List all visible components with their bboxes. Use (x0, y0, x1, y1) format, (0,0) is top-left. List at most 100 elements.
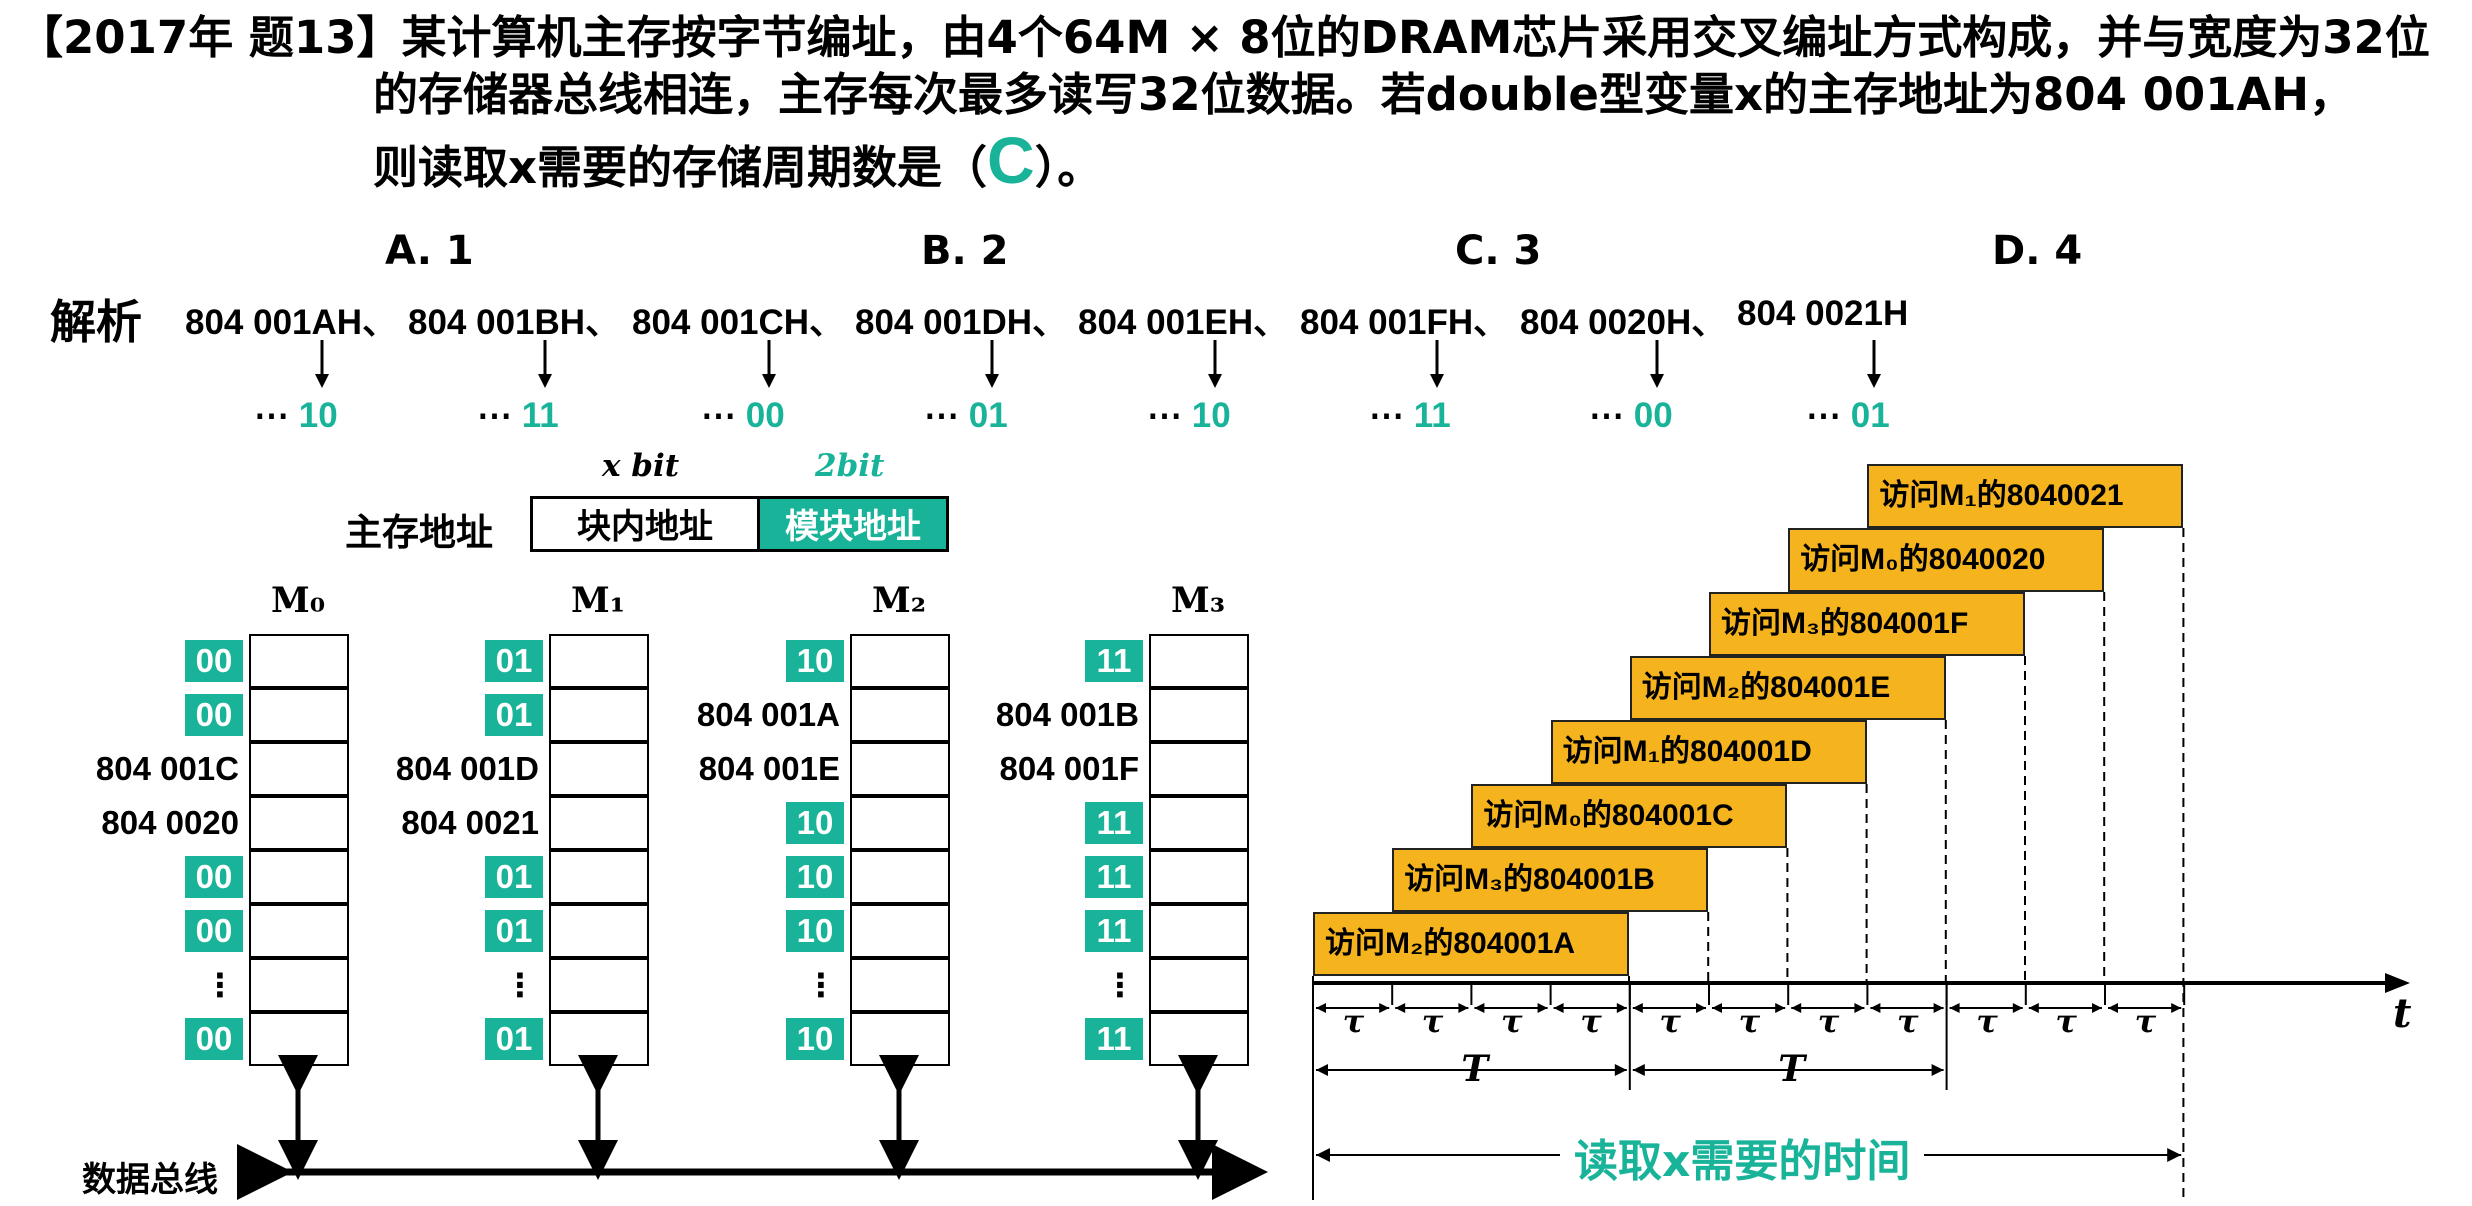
access-bar-1: 访问M₂的804001A (1313, 912, 1629, 976)
tau-label: τ (1976, 1002, 1998, 1040)
ellipsis: ⋯ (477, 396, 522, 435)
address-1: 804 001AH、 (185, 303, 398, 342)
module-tag: 00 (185, 640, 243, 682)
tau-label: τ (1501, 1002, 1523, 1040)
ellipsis: ⋯ (701, 396, 746, 435)
cell-address-label: 804 001D (395, 750, 539, 787)
total-time-text: 读取x需要的时间 (1574, 1136, 1911, 1187)
analysis-label: 解析 (50, 295, 142, 349)
ellipsis: ⋯ (1589, 396, 1634, 435)
module-tag: 11 (1085, 856, 1143, 898)
module-tag: 01 (485, 910, 543, 952)
down-arrow-icon (1650, 340, 1664, 388)
vertical-ellipsis: ⋮ (1104, 966, 1136, 1004)
module-tag: 10 (786, 856, 844, 898)
memory-cell (249, 688, 349, 742)
low-bits-8: ⋯ 01 (1806, 396, 1890, 436)
memory-cell (1149, 634, 1249, 688)
ellipsis: ⋯ (1369, 396, 1414, 435)
option-a: A. 1 (385, 228, 474, 274)
tau-label: τ (1817, 1002, 1840, 1040)
memory-cell (249, 742, 349, 796)
memory-cell (249, 958, 349, 1012)
ellipsis: ⋯ (1147, 396, 1192, 435)
module-tag: 01 (485, 856, 543, 898)
low-bits-6: ⋯ 11 (1369, 396, 1451, 436)
ellipsis: ⋯ (1806, 396, 1851, 435)
bits-value: 10 (298, 396, 338, 435)
memory-cell (850, 958, 950, 1012)
question-line-1: 【2017年 题13】某计算机主存按字节编址，由4个64M × 8位的DRAM芯… (18, 10, 2430, 66)
module-title-m3: M₃ (1171, 580, 1226, 621)
module-tag: 11 (1085, 802, 1143, 844)
address-6: 804 001FH、 (1300, 303, 1509, 342)
module-tag: 01 (485, 640, 543, 682)
access-bar-4: 访问M₁的804001D (1550, 720, 1867, 784)
memory-cell (1149, 958, 1249, 1012)
address-7: 804 0020H、 (1520, 303, 1727, 342)
answer-letter: C (987, 123, 1035, 197)
access-bar-7: 访问M₀的8040020 (1788, 528, 2105, 592)
memory-cell (1149, 688, 1249, 742)
option-c: C. 3 (1455, 228, 1542, 274)
memory-cell (850, 742, 950, 796)
question-line-3: 则读取x需要的存储周期数是（C）。 (373, 127, 1102, 196)
ellipsis: ⋯ (924, 396, 969, 435)
total-time-label: 读取x需要的时间 (1560, 1125, 1925, 1189)
memory-cell (850, 688, 950, 742)
memory-cell (549, 904, 649, 958)
low-bits-5: ⋯ 10 (1147, 396, 1231, 436)
down-arrow-icon (315, 340, 329, 388)
access-bar-8: 访问M₁的8040021 (1867, 464, 2184, 528)
module-tag: 00 (185, 856, 243, 898)
question-text-1: 某计算机主存按字节编址，由4个64M × 8位的DRAM芯片采用交叉编址方式构成… (401, 11, 2430, 64)
cell-address-label: 804 0021 (401, 804, 539, 841)
down-arrow-icon (538, 340, 552, 388)
memory-cell (249, 796, 349, 850)
memory-cell (549, 850, 649, 904)
memory-cell (850, 904, 950, 958)
bus-diagram (237, 1055, 1268, 1200)
memory-cell (549, 688, 649, 742)
module-title-m0: M₀ (271, 580, 326, 621)
question-text-3: 则读取x需要的存储周期数是（ (373, 141, 988, 194)
option-b: B. 2 (921, 228, 1009, 274)
vertical-ellipsis: ⋮ (504, 966, 536, 1004)
memory-cell (850, 634, 950, 688)
module-title-m2: M₂ (872, 580, 927, 621)
ellipsis: ⋯ (254, 396, 299, 435)
low-bits-3: ⋯ 00 (701, 396, 785, 436)
low-bits-4: ⋯ 01 (924, 396, 1008, 436)
module-tag: 10 (786, 802, 844, 844)
cell-address-label: 804 001A (696, 696, 840, 733)
memory-cell (249, 634, 349, 688)
time-axis-label: t (2393, 990, 2412, 1037)
down-arrow-icon (1867, 340, 1881, 388)
bits-value: 10 (1191, 396, 1231, 435)
memory-cell (549, 634, 649, 688)
cell-address-label: 804 001E (698, 750, 840, 787)
address-4: 804 001DH、 (855, 303, 1068, 342)
bits-value: 01 (968, 396, 1008, 435)
address-8: 804 0021H (1737, 294, 1909, 333)
down-arrow-icon (985, 340, 999, 388)
down-arrow-icon (1430, 340, 1444, 388)
module-tag: 01 (485, 694, 543, 736)
tau-label: τ (1659, 1002, 1681, 1040)
cell-address-label: 804 001B (995, 696, 1139, 733)
option-d: D. 4 (1992, 228, 2083, 274)
access-bar-3: 访问M₀的804001C (1471, 784, 1788, 848)
vertical-ellipsis: ⋮ (805, 966, 837, 1004)
x-bit-label: x bit (602, 448, 680, 484)
memory-cell (549, 796, 649, 850)
access-bar-5: 访问M₂的804001E (1629, 656, 1946, 720)
cell-address-label: 804 001F (999, 750, 1139, 787)
module-title-m1: M₁ (571, 580, 626, 621)
memory-cell (850, 850, 950, 904)
memory-cell (1149, 796, 1249, 850)
bits-value: 00 (745, 396, 785, 435)
module-tag: 00 (185, 910, 243, 952)
tau-label: τ (2055, 1002, 2077, 1040)
bits-value: 01 (1850, 396, 1890, 435)
down-arrow-icon (1208, 340, 1222, 388)
